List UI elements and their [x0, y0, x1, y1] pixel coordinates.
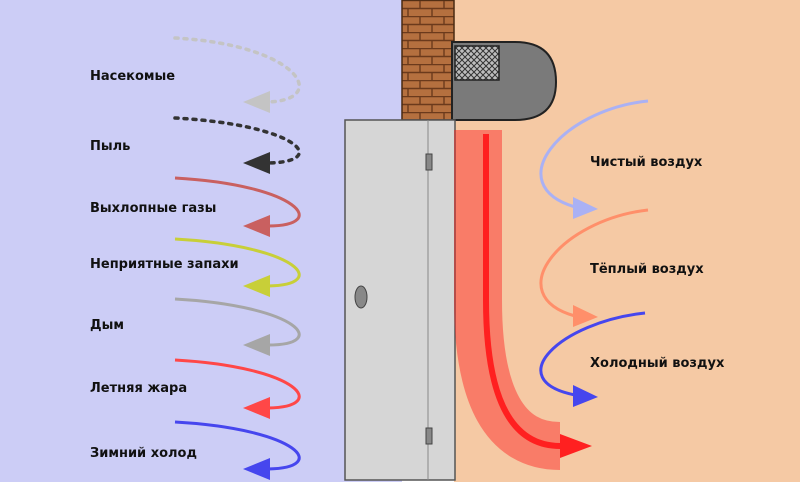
- seal-insert: [454, 45, 500, 81]
- label-clean-air: Чистый воздух: [590, 155, 703, 170]
- label-dust: Пыль: [90, 139, 131, 154]
- label-cold-air: Холодный воздух: [590, 356, 725, 371]
- label-insects: Насекомые: [90, 69, 176, 84]
- outside-arrow-summer-heat: [174, 358, 301, 419]
- draft-arrow: [483, 134, 561, 449]
- label-warm-air: Тёплый воздух: [590, 262, 704, 277]
- outside-arrow-insects: [173, 36, 301, 113]
- outside-arrow-odors: [174, 237, 301, 297]
- outside-arrow-dust: [173, 116, 301, 174]
- label-summer-heat: Летняя жара: [90, 381, 188, 396]
- door-hinge-top: [425, 153, 433, 171]
- outside-arrow-winter-cold: [174, 420, 301, 480]
- brick-wall: [401, 0, 455, 121]
- outside-arrow-exhaust: [174, 176, 301, 237]
- label-odors: Неприятные запахи: [90, 257, 239, 272]
- label-winter-cold: Зимний холод: [90, 446, 197, 461]
- label-exhaust: Выхлопные газы: [90, 201, 217, 216]
- inside-arrow-cold-air: [539, 311, 646, 407]
- door-handle: [354, 285, 368, 309]
- outside-arrow-smoke: [174, 297, 301, 356]
- inside-arrow-warm-air: [539, 208, 649, 327]
- label-smoke: Дым: [90, 318, 124, 333]
- draft-arrowhead: [560, 434, 592, 458]
- inside-arrow-clean-air: [539, 99, 649, 219]
- door-hinge-bottom: [425, 427, 433, 445]
